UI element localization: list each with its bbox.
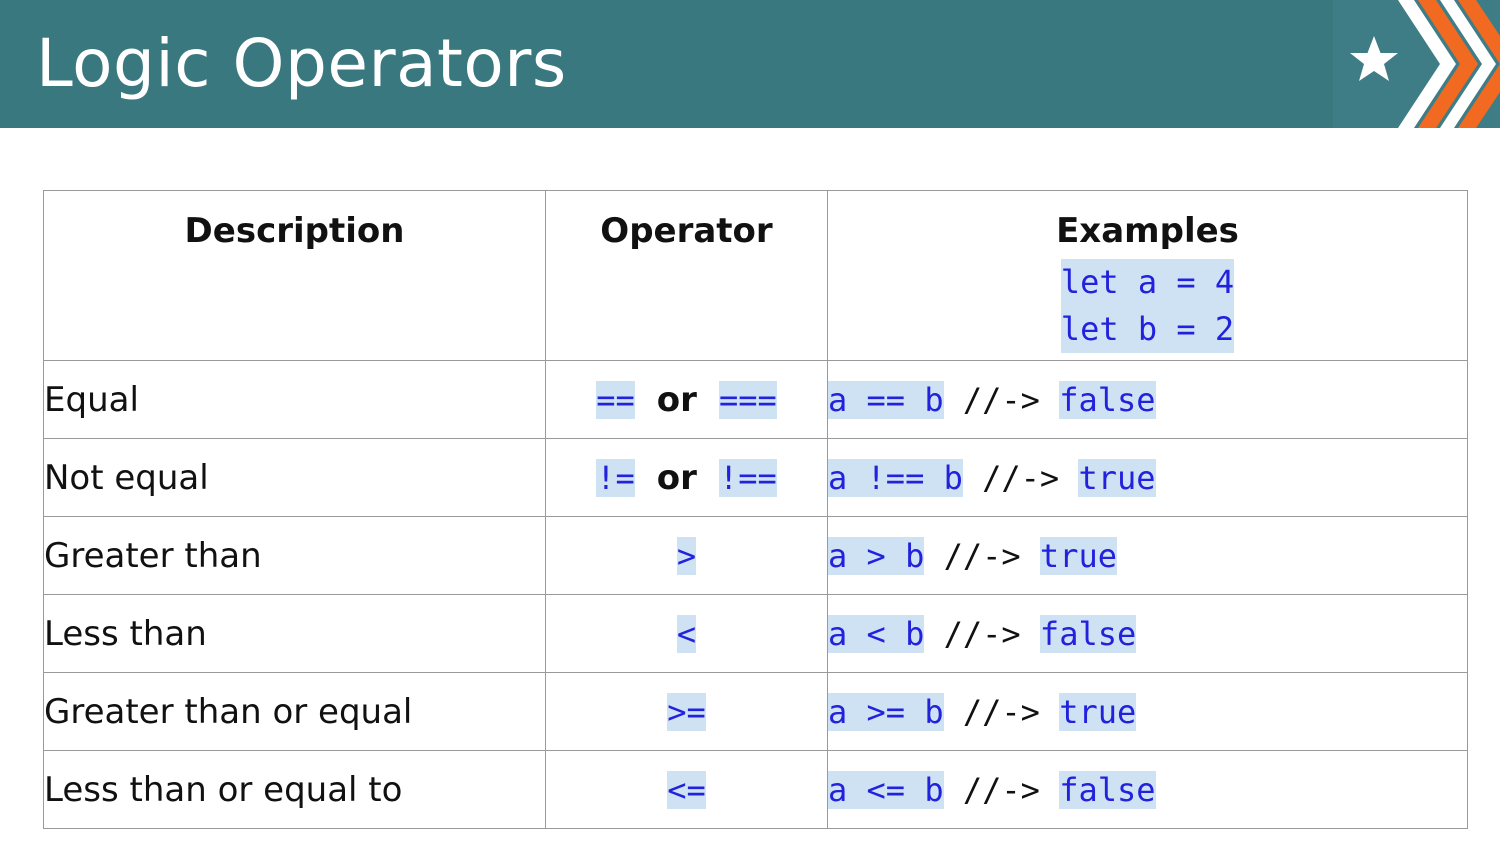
header-operator-label: Operator [600,211,773,251]
example-comment: //-> [962,380,1040,419]
row-example: a == b //-> false [827,360,1468,439]
row-example: a >= b //-> true [827,672,1468,751]
example-result: true [1059,692,1137,731]
example-expression: a >= b [828,692,944,731]
slide-header: Logic Operators [0,0,1500,128]
operator-or-label: or [656,379,697,420]
operator-code-strict: !== [718,458,777,497]
table-row: Greater than or equal >= a >= b //-> tru… [43,672,1468,751]
table-row: Less than or equal to <= a <= b //-> fal… [43,750,1468,829]
example-expression: a == b [828,380,944,419]
star-chevron-logo-icon [1350,0,1500,128]
operator-code: <= [667,770,706,809]
operator-code: != [596,458,635,497]
operator-code: > [676,536,697,575]
header-examples-label: Examples [1056,211,1239,251]
row-example: a <= b //-> false [827,750,1468,829]
operator-code-strict: === [718,380,777,419]
row-description: Not equal [43,438,546,517]
example-comment: //-> [943,614,1021,653]
row-description: Greater than [43,516,546,595]
row-operator: == or === [545,360,828,439]
example-expression: a < b [828,614,925,653]
example-expression: a > b [828,536,925,575]
operator-or-label: or [656,457,697,498]
example-result: false [1059,380,1156,419]
example-comment: //-> [962,692,1040,731]
example-expression: a <= b [828,770,944,809]
operator-code: < [676,614,697,653]
example-comment: //-> [962,770,1040,809]
example-setup-line-b: let b = 2 [1060,310,1235,348]
table-row: Equal == or === a == b //-> false [43,360,1468,439]
header-description: Description [43,190,546,361]
header-operator: Operator [545,190,828,361]
example-comment: //-> [982,458,1060,497]
example-result: false [1059,770,1156,809]
row-description: Equal [43,360,546,439]
row-description: Greater than or equal [43,672,546,751]
row-operator: >= [545,672,828,751]
row-operator: > [545,516,828,595]
row-operator: <= [545,750,828,829]
example-comment: //-> [943,536,1021,575]
row-example: a !== b //-> true [827,438,1468,517]
example-result: true [1078,458,1156,497]
row-example: a < b //-> false [827,594,1468,673]
table-row: Greater than > a > b //-> true [43,516,1468,595]
row-example: a > b //-> true [827,516,1468,595]
example-setup-code: let a = 4 let b = 2 [1060,259,1235,353]
row-description: Less than [43,594,546,673]
table-row: Less than < a < b //-> false [43,594,1468,673]
row-operator: < [545,594,828,673]
table-row: Not equal != or !== a !== b //-> true [43,438,1468,517]
header-examples: Examples let a = 4 let b = 2 [827,190,1468,361]
example-setup-line-a: let a = 4 [1060,263,1235,301]
example-expression: a !== b [828,458,963,497]
header-description-label: Description [184,211,405,251]
operator-code: == [596,380,635,419]
row-operator: != or !== [545,438,828,517]
row-description: Less than or equal to [43,750,546,829]
example-result: true [1039,536,1117,575]
slide-title: Logic Operators [36,25,567,102]
example-result: false [1039,614,1137,653]
operator-code: >= [667,692,706,731]
